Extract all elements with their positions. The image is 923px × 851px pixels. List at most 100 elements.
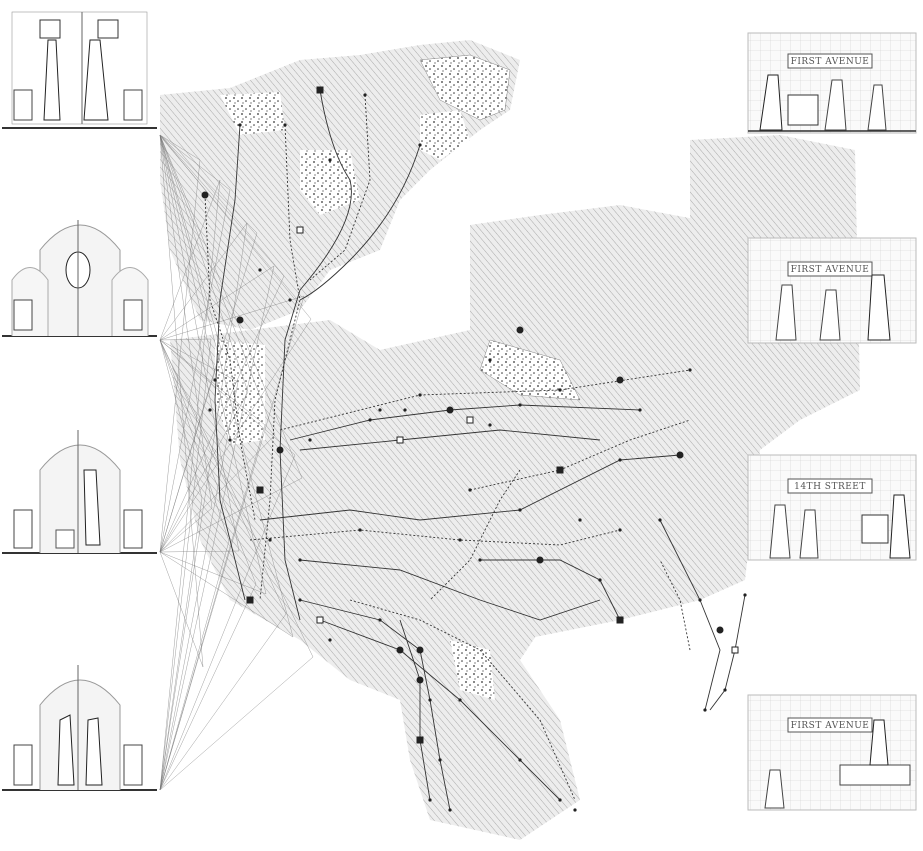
station-marker (618, 528, 622, 532)
station-marker (208, 408, 212, 412)
station-markers (201, 86, 747, 812)
connector-line (159, 339, 239, 383)
station-marker (368, 418, 372, 422)
connector-line (159, 339, 314, 658)
station-marker (556, 466, 564, 474)
connector-line (159, 134, 201, 161)
connector-line (159, 222, 248, 791)
connector-line (159, 339, 257, 585)
connector-line (159, 339, 296, 456)
connector-line (159, 134, 222, 350)
station-marker (716, 626, 724, 634)
connector-line (159, 134, 294, 638)
station-marker (616, 376, 624, 384)
station-marker (378, 408, 382, 412)
station-marker (618, 458, 622, 462)
connector-line (159, 134, 258, 234)
park-areas (215, 54, 581, 700)
connector-line (159, 339, 287, 615)
connector-line (159, 159, 201, 553)
station-marker (516, 326, 524, 334)
connector-line (159, 134, 249, 393)
station-marker (258, 268, 262, 272)
station-marker (418, 393, 422, 397)
connector-lines (159, 134, 314, 791)
panel-car-1 (2, 5, 157, 130)
station-marker (468, 488, 472, 492)
station-panel-4: FIRST AVENUE (747, 694, 917, 811)
station-marker (458, 698, 462, 702)
station-marker (236, 316, 244, 324)
connector-line (159, 134, 303, 479)
station-marker (743, 593, 747, 597)
station-marker (558, 388, 562, 392)
connector-line (159, 134, 240, 552)
station-marker (396, 646, 404, 654)
station-marker (276, 446, 284, 454)
station-marker (488, 358, 492, 362)
station-marker (688, 368, 692, 372)
station-marker (328, 638, 332, 642)
connector-line (159, 232, 258, 553)
station-marker (396, 436, 404, 444)
connector-line (159, 275, 285, 553)
station-marker (478, 558, 482, 562)
connector-line (159, 179, 221, 791)
connector-line (159, 338, 212, 341)
station-marker (283, 123, 287, 127)
station-panel-3: 14TH STREET (747, 454, 917, 561)
connector-line (159, 477, 303, 553)
connector-line (159, 613, 287, 791)
station-marker (428, 798, 432, 802)
station-marker (328, 158, 332, 162)
station-marker (416, 646, 424, 654)
station-marker (213, 378, 217, 382)
connector-line (159, 265, 275, 791)
connector-line (159, 381, 239, 791)
station-marker (518, 508, 522, 512)
station-sign-text-3: 14TH STREET (794, 482, 866, 492)
station-marker (558, 798, 562, 802)
connector-line (159, 551, 267, 595)
station-marker (731, 646, 739, 654)
station-marker (403, 408, 407, 412)
station-marker (638, 408, 642, 412)
station-marker (438, 758, 442, 762)
connector-line (159, 656, 314, 791)
station-panel-1: FIRST AVENUE (747, 32, 917, 134)
connector-line (159, 454, 296, 791)
connector-line (159, 134, 213, 509)
station-marker (458, 538, 462, 542)
connector-line (159, 550, 240, 553)
station-marker (676, 451, 684, 459)
station-marker (238, 123, 242, 127)
station-marker (698, 598, 702, 602)
connector-line (159, 497, 203, 791)
station-panel-2: FIRST AVENUE (747, 237, 917, 344)
connector-line (159, 391, 249, 553)
connector-line (159, 179, 221, 341)
station-marker (616, 616, 624, 624)
connector-line (159, 338, 212, 791)
connector-line (159, 295, 305, 341)
station-marker (298, 598, 302, 602)
station-marker (578, 518, 582, 522)
station-marker (518, 403, 522, 407)
station-marker (378, 618, 382, 622)
station-sign-text-2: FIRST AVENUE (791, 265, 870, 275)
connector-line (159, 265, 275, 341)
panel-car-4 (2, 665, 157, 793)
right-panels: FIRST AVENUE FIRST AVENUE 14TH STREET (747, 32, 917, 811)
connector-line (159, 540, 230, 791)
station-marker (723, 688, 727, 692)
connector-line (159, 134, 285, 277)
station-marker (598, 578, 602, 582)
station-marker (316, 86, 324, 94)
station-marker (416, 736, 424, 744)
connector-line (159, 348, 222, 553)
station-marker (703, 708, 707, 712)
station-marker (316, 616, 324, 624)
station-marker (658, 518, 662, 522)
connector-line (159, 339, 203, 499)
